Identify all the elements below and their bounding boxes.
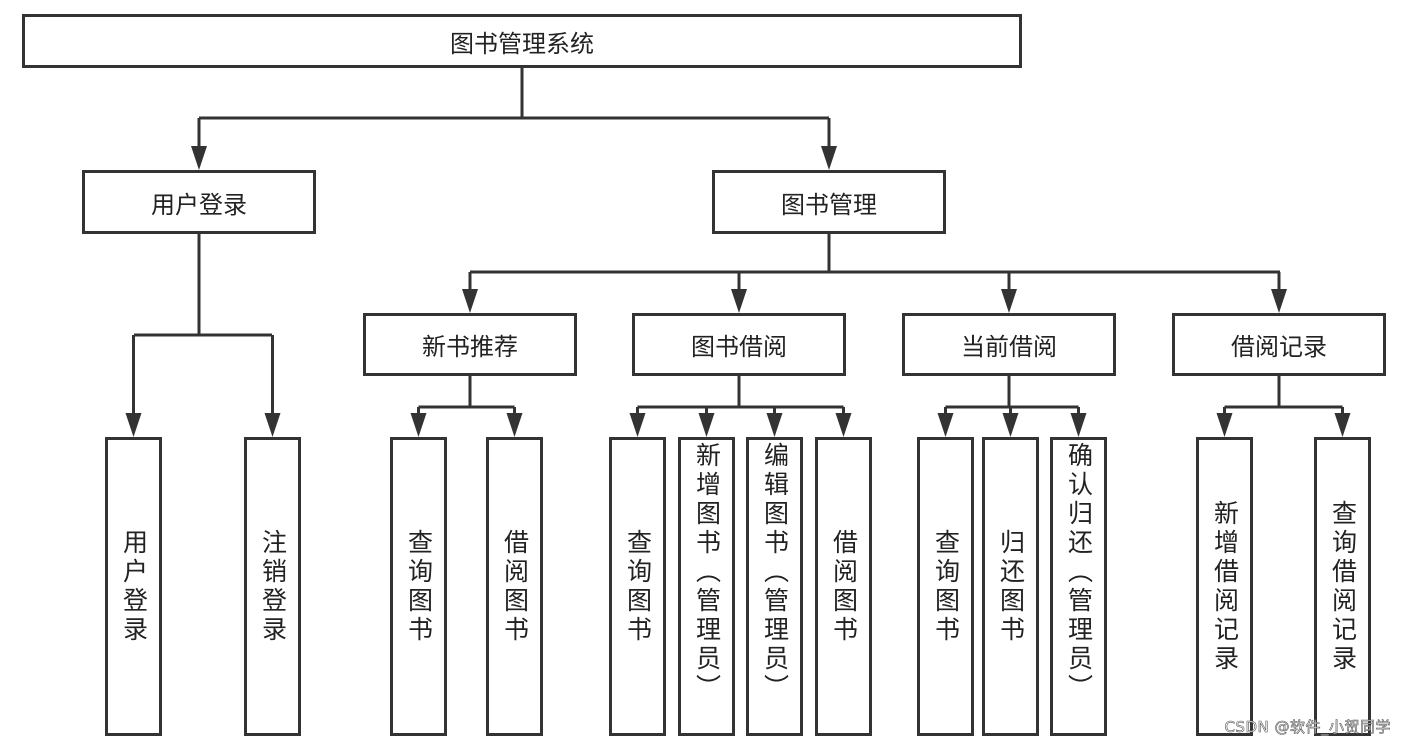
node-label: 借阅图书 [829,528,859,645]
node-label: 用户登录 [151,190,247,219]
arrow-head-icon [1216,413,1233,437]
arrow-head-icon [1334,413,1351,437]
node-label: 新书推荐 [422,333,518,361]
arrow-head-icon [937,413,954,437]
level2-node: 新书推荐 [363,313,577,376]
node-label: 查询图书 [931,528,961,645]
node-label: 新增图书（管理员） [692,442,722,703]
leaf-node: 新增借阅记录 [1196,437,1253,736]
node-label: 新增借阅记录 [1210,499,1240,674]
arrow-head-icon [821,146,837,170]
leaf-node: 注销登录 [244,437,301,736]
arrow-head-icon [698,413,715,437]
arrow-head-icon [264,413,281,437]
arrow-head-icon [506,413,523,437]
level2-node: 借阅记录 [1172,313,1386,376]
node-label: 确认归还（管理员） [1064,442,1094,703]
arrow-head-icon [1002,413,1019,437]
node-label: 图书管理系统 [450,29,594,58]
leaf-node: 查询图书 [390,437,447,736]
arrow-head-icon [125,413,142,437]
level2-node: 图书借阅 [632,313,846,376]
node-label: 图书借阅 [691,333,787,361]
arrow-head-icon [835,413,852,437]
leaf-node: 用户登录 [105,437,162,736]
arrow-head-icon [1001,289,1017,313]
root-node: 图书管理系统 [22,14,1022,68]
leaf-node: 查询图书 [917,437,974,736]
level1-node: 用户登录 [82,170,316,234]
node-label: 图书管理 [781,190,877,219]
arrow-head-icon [1070,413,1087,437]
node-label: 借阅图书 [500,528,530,645]
level1-node: 图书管理 [712,170,946,234]
arrow-head-icon [462,289,478,313]
arrow-head-icon [629,413,646,437]
node-label: 归还图书 [996,528,1026,645]
watermark: CSDN @软件_小贺同学 [1224,718,1391,737]
node-label: 查询借阅记录 [1328,499,1358,674]
leaf-node: 查询图书 [609,437,666,736]
node-label: 注销登录 [258,528,288,645]
leaf-node: 编辑图书（管理员） [746,437,803,736]
arrow-head-icon [731,289,747,313]
node-label: 查询图书 [623,528,653,645]
leaf-node: 借阅图书 [486,437,543,736]
leaf-node: 借阅图书 [815,437,872,736]
node-label: 用户登录 [119,528,149,645]
node-label: 借阅记录 [1231,333,1327,361]
arrow-head-icon [766,413,783,437]
arrow-head-icon [1271,289,1287,313]
arrow-head-icon [410,413,427,437]
leaf-node: 查询借阅记录 [1314,437,1371,736]
leaf-node: 新增图书（管理员） [678,437,735,736]
node-label: 查询图书 [404,528,434,645]
node-label: 当前借阅 [961,333,1057,361]
level2-node: 当前借阅 [902,313,1116,376]
node-label: 编辑图书（管理员） [760,442,790,703]
leaf-node: 归还图书 [982,437,1039,736]
arrow-head-icon [191,146,207,170]
leaf-node: 确认归还（管理员） [1050,437,1107,736]
